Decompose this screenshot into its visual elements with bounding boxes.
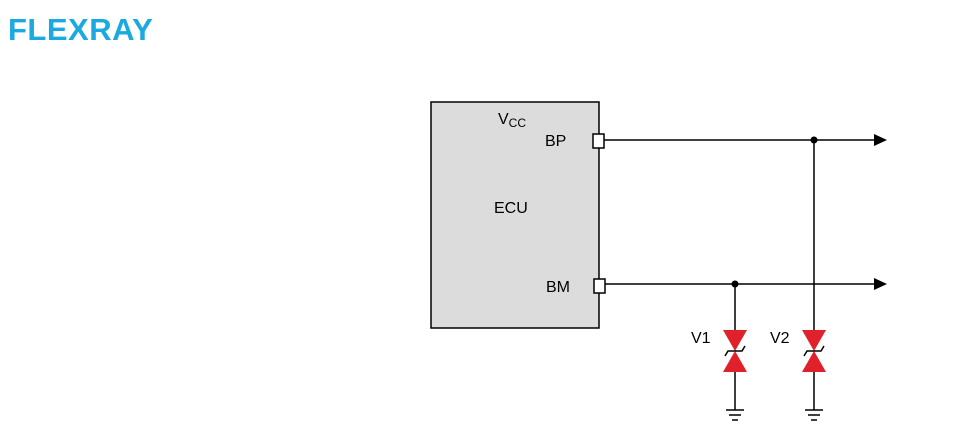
ecu-vcc-label: VCC [498,111,526,130]
ecu-name-label: ECU [494,200,528,217]
arrow-right-icon [874,278,887,290]
ecu-vcc-main: V [498,111,509,128]
v1-label: V1 [691,330,711,347]
bidirectional-tvs-diode-icon [802,330,826,372]
ecu-box [430,101,600,329]
bm-bus-line [605,278,887,290]
ecu-vcc-sub: CC [509,116,527,130]
v2-branch: V2 [770,140,826,421]
bp-bus-line [604,134,887,146]
v2-label: V2 [770,330,790,347]
arrow-right-icon [874,134,887,146]
page-title: FLEXRAY [8,12,154,47]
ground-symbol-icon [726,409,744,421]
bm-pin-terminal [593,278,606,294]
v1-branch: V1 [691,284,747,421]
ground-symbol-icon [805,409,823,421]
bidirectional-tvs-diode-icon [723,330,747,372]
ecu-pin-bp-label: BP [545,133,566,150]
bp-pin-terminal [592,133,605,149]
ecu-block: VCC BP ECU BM [430,101,606,329]
ecu-pin-bm-label: BM [546,279,570,296]
